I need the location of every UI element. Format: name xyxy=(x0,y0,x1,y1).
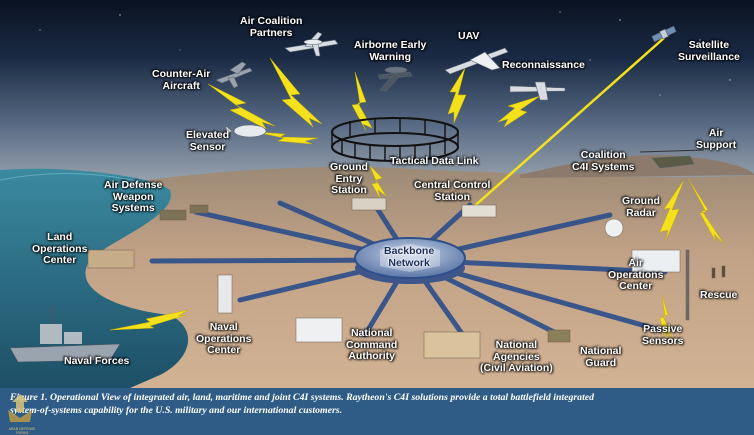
label-ground-entry-station: Ground Entry Station xyxy=(330,161,368,197)
label-line: Weapon xyxy=(112,190,154,203)
label-line: Partners xyxy=(249,26,293,39)
label-air-operations-center: Air Operations Center xyxy=(608,257,664,293)
label-line: Reconnaissance xyxy=(502,59,585,71)
caption-line-2: system-of-systems capability for the U.S… xyxy=(10,405,343,416)
label-line: Backbone xyxy=(384,245,435,257)
label-line: Naval xyxy=(209,321,238,333)
label-line: Surveillance xyxy=(678,50,740,63)
label-line: Operations xyxy=(196,332,252,345)
figure-caption-bar: Figure 1. Operational View of integrated… xyxy=(0,388,754,435)
label-land-operations-center: Land Operations Center xyxy=(32,231,88,267)
label-line: Central Control xyxy=(414,179,491,191)
label-counter-air-aircraft: Counter-Air Aircraft xyxy=(152,68,211,92)
label-line: Station xyxy=(331,184,367,196)
label-line: Systems xyxy=(111,202,155,214)
label-line: Guard xyxy=(585,356,617,369)
label-line: Passive xyxy=(643,323,683,335)
label-line: C4I Systems xyxy=(572,160,635,173)
aircraft xyxy=(215,25,705,169)
forum-logo-watermark xyxy=(8,394,32,422)
label-line: Tactical Data Link xyxy=(390,155,479,167)
label-line: Air xyxy=(708,127,724,139)
label-coalition-c4i-systems: Coalition C4I Systems xyxy=(572,149,635,173)
naval-ship xyxy=(9,306,121,363)
label-line: Satellite xyxy=(688,39,730,51)
label-national-command-authority: National Command Authority xyxy=(346,327,398,363)
label-line: Center xyxy=(619,280,653,292)
label-line: Aircraft xyxy=(162,79,200,92)
label-line: Network xyxy=(388,256,430,269)
label-line: Operations xyxy=(32,242,88,255)
label-line: Sensor xyxy=(189,140,226,153)
label-line: Support xyxy=(696,138,737,151)
label-national-guard: National Guard xyxy=(580,345,622,369)
label-line: Airborne Early xyxy=(354,39,427,51)
label-line: Naval Forces xyxy=(64,355,130,367)
label-line: National xyxy=(350,327,393,339)
label-line: Land xyxy=(47,231,73,243)
label-line: Air Coalition xyxy=(240,15,303,27)
backbone-hub-highlight xyxy=(380,244,440,272)
label-line: Agencies xyxy=(493,350,540,363)
label-line: Sensors xyxy=(642,334,684,347)
label-air-coalition-partners: Air Coalition Partners xyxy=(240,15,303,39)
label-satellite-surveillance: Satellite Surveillance xyxy=(678,39,740,63)
label-line: Air Defense xyxy=(104,179,163,191)
label-line: Center xyxy=(43,254,77,266)
label-line: Ground xyxy=(622,195,660,207)
label-ground-radar: Ground Radar xyxy=(622,195,660,219)
label-backbone-network: Backbone Network xyxy=(384,245,435,269)
figure-caption: Figure 1. Operational View of integrated… xyxy=(10,391,746,417)
label-line: Command xyxy=(346,338,398,351)
backbone-hub xyxy=(354,237,466,284)
label-passive-sensors: Passive Sensors xyxy=(642,323,684,347)
label-uav: UAV xyxy=(458,30,480,43)
label-national-agencies: National Agencies (Civil Aviation) xyxy=(480,339,553,375)
label-line: Warning xyxy=(369,50,411,63)
logo-text: ARAB DEFENSE FORUM xyxy=(8,427,36,435)
label-line: UAV xyxy=(458,30,480,42)
label-air-defense-weapon-systems: Air Defense Weapon Systems xyxy=(104,179,163,215)
label-naval-operations-center: Naval Operations Center xyxy=(196,321,252,357)
label-naval-forces: Naval Forces xyxy=(64,355,130,368)
stars xyxy=(39,11,731,96)
tactical-data-link-ring xyxy=(331,117,459,162)
label-line: Ground xyxy=(330,161,368,173)
label-tactical-data-link: Tactical Data Link xyxy=(390,155,479,168)
ground-facilities xyxy=(87,197,726,359)
satellite-link xyxy=(469,37,665,211)
label-line: Air xyxy=(628,257,644,269)
label-line: Entry xyxy=(335,172,363,185)
label-air-support: Air Support xyxy=(696,127,737,151)
label-elevated-sensor: Elevated Sensor xyxy=(186,129,230,153)
label-line: Center xyxy=(207,344,241,356)
hills xyxy=(520,155,754,178)
label-central-control-station: Central Control Station xyxy=(414,179,491,203)
label-line: Authority xyxy=(348,350,395,362)
label-reconnaissance: Reconnaissance xyxy=(502,59,585,72)
label-line: Counter-Air xyxy=(152,68,211,80)
label-line: Rescue xyxy=(700,289,738,301)
label-line: Radar xyxy=(626,206,656,219)
lightning-bolts xyxy=(109,57,725,339)
label-line: Elevated xyxy=(186,129,230,141)
caption-line-1: Figure 1. Operational View of integrated… xyxy=(10,392,595,403)
label-line: Coalition xyxy=(580,149,626,161)
label-airborne-early-warning: Airborne Early Warning xyxy=(354,39,427,63)
label-line: Operations xyxy=(608,268,664,281)
label-rescue: Rescue xyxy=(700,289,738,302)
label-line: (Civil Aviation) xyxy=(480,362,553,374)
label-line: Station xyxy=(434,190,470,203)
label-line: National xyxy=(580,345,622,357)
label-line: National xyxy=(495,339,538,351)
